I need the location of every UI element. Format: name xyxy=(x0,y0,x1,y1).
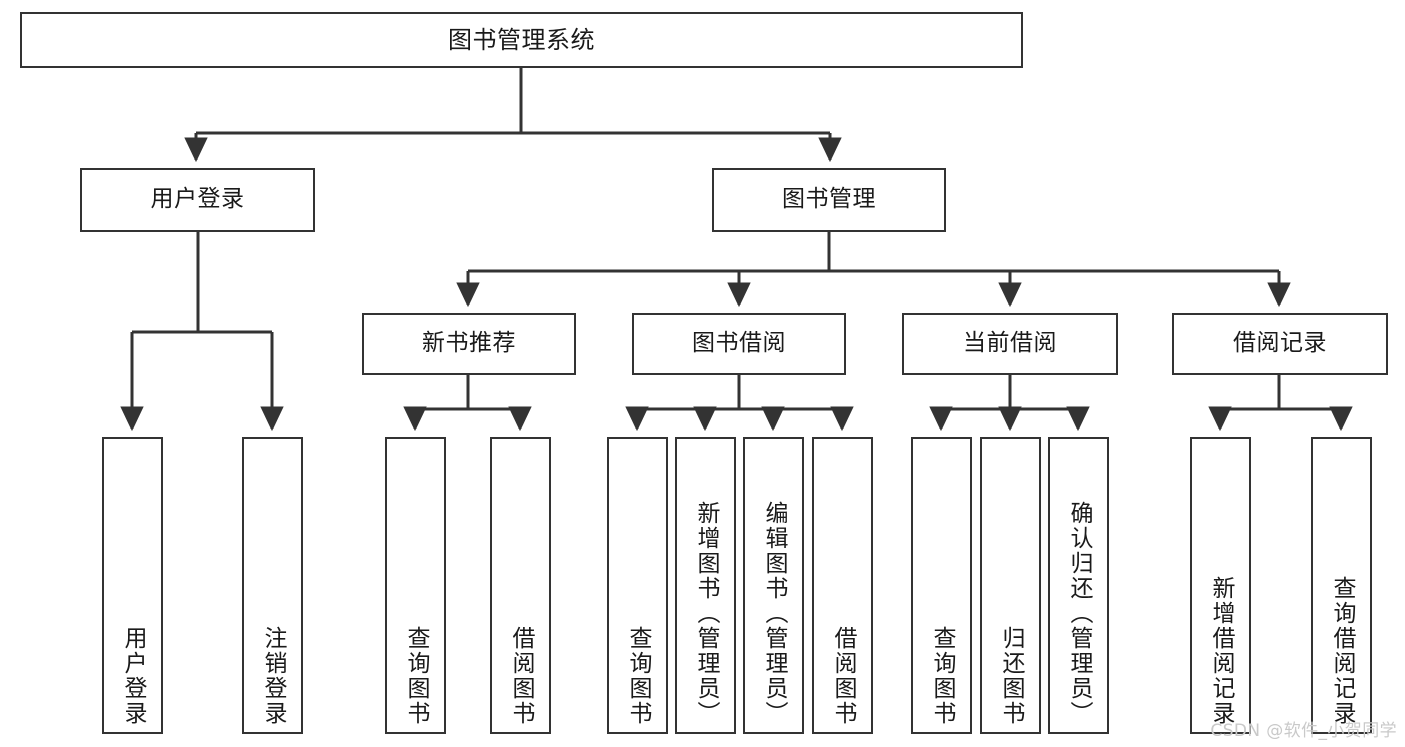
node-borrow-record[interactable]: 借阅记录 xyxy=(1172,313,1388,375)
node-label: 新增借阅记录 xyxy=(1208,576,1234,726)
node-leaf-new-book-1[interactable]: 查询图书 xyxy=(385,437,446,734)
node-label: 查询图书 xyxy=(403,626,429,726)
node-leaf-book-borrow-1[interactable]: 查询图书 xyxy=(607,437,668,734)
node-label: 查询图书 xyxy=(625,626,651,726)
node-leaf-book-borrow-3[interactable]: 编辑图书（管理员） xyxy=(743,437,804,734)
node-label: 图书借阅 xyxy=(692,330,786,357)
node-label: 图书管理系统 xyxy=(448,25,595,54)
node-label: 借阅图书 xyxy=(508,626,534,726)
node-label: 确认归还（管理员） xyxy=(1066,501,1092,726)
node-leaf-user-login-1[interactable]: 用户登录 xyxy=(102,437,163,734)
node-label: 新书推荐 xyxy=(422,330,516,357)
node-label: 编辑图书（管理员） xyxy=(761,501,787,726)
node-book-borrow[interactable]: 图书借阅 xyxy=(632,313,846,375)
node-label: 当前借阅 xyxy=(963,330,1057,357)
node-new-book-recommend[interactable]: 新书推荐 xyxy=(362,313,576,375)
node-leaf-borrow-record-2[interactable]: 查询借阅记录 xyxy=(1311,437,1372,734)
node-current-borrow[interactable]: 当前借阅 xyxy=(902,313,1118,375)
node-book-management[interactable]: 图书管理 xyxy=(712,168,946,232)
node-leaf-borrow-record-1[interactable]: 新增借阅记录 xyxy=(1190,437,1251,734)
node-label: 借阅图书 xyxy=(830,626,856,726)
node-leaf-new-book-2[interactable]: 借阅图书 xyxy=(490,437,551,734)
node-user-login[interactable]: 用户登录 xyxy=(80,168,315,232)
node-leaf-book-borrow-4[interactable]: 借阅图书 xyxy=(812,437,873,734)
node-leaf-current-borrow-1[interactable]: 查询图书 xyxy=(911,437,972,734)
node-label: 注销登录 xyxy=(260,626,286,726)
node-label: 用户登录 xyxy=(120,626,146,726)
node-label: 用户登录 xyxy=(150,186,245,213)
csdn-watermark: CSDN @软件_小贺同学 xyxy=(1210,721,1397,741)
node-leaf-current-borrow-3[interactable]: 确认归还（管理员） xyxy=(1048,437,1109,734)
node-label: 新增图书（管理员） xyxy=(693,501,719,726)
node-label: 图书管理 xyxy=(782,186,876,213)
node-label: 借阅记录 xyxy=(1233,330,1327,357)
node-label: 查询借阅记录 xyxy=(1329,576,1355,726)
node-root-system[interactable]: 图书管理系统 xyxy=(20,12,1023,68)
node-leaf-book-borrow-2[interactable]: 新增图书（管理员） xyxy=(675,437,736,734)
node-leaf-user-login-2[interactable]: 注销登录 xyxy=(242,437,303,734)
node-label: 查询图书 xyxy=(929,626,955,726)
node-label: 归还图书 xyxy=(998,626,1024,726)
node-leaf-current-borrow-2[interactable]: 归还图书 xyxy=(980,437,1041,734)
